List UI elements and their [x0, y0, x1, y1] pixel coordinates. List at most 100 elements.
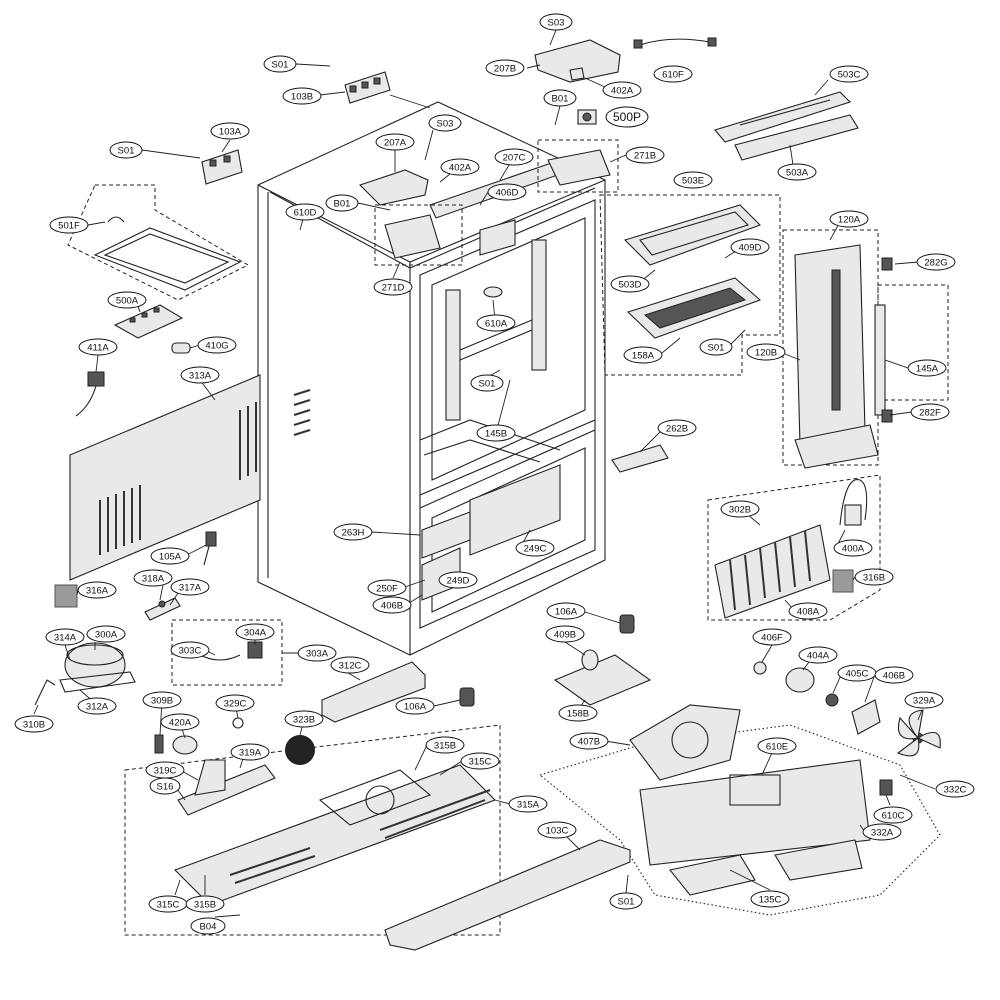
callout-s03-mid: S03 [428, 114, 462, 132]
part-103a-cover [201, 149, 243, 185]
callout-103a: 103A [210, 122, 250, 140]
callout-120b: 120B [746, 343, 786, 361]
callout-304a: 304A [235, 623, 275, 641]
callout-610d: 610D [285, 203, 325, 221]
label-text: 316A [86, 586, 109, 597]
part-407b-fan-shroud [629, 704, 741, 781]
label-text: 315B [434, 741, 456, 752]
callout-302b: 302B [720, 500, 760, 518]
callout-s03-top: S03 [539, 13, 573, 31]
part-310b-pipe [34, 679, 56, 706]
callout-420a: 420A [160, 713, 200, 731]
callout-323b: 323B [284, 710, 324, 728]
label-text: 303A [306, 649, 329, 660]
part-405b-bracket [851, 699, 881, 735]
label-text: S01 [618, 897, 635, 908]
label-text: 332C [944, 785, 967, 796]
label-text: S03 [548, 18, 565, 29]
part-282g-clip [881, 257, 893, 271]
callout-406f: 406F [752, 628, 792, 646]
part-207b-bracket [534, 39, 621, 83]
label-text: 503A [786, 168, 809, 179]
label-text: 271D [382, 283, 405, 294]
part-282f-clip [881, 409, 893, 423]
callout-402a-top: 402A [602, 81, 642, 99]
callout-501f: 501F [49, 216, 89, 234]
callout-271d: 271D [373, 278, 413, 296]
label-text: 207C [503, 153, 526, 164]
label-text: S01 [272, 60, 289, 71]
part-411a-connector [75, 371, 105, 417]
callout-106a-right: 106A [546, 602, 586, 620]
callout-402a-mid: 402A [440, 158, 480, 176]
label-text: B01 [552, 94, 569, 105]
callout-s01-bottom: S01 [609, 892, 643, 910]
callout-503e: 503E [673, 171, 713, 189]
part-319a-319c-bracket [177, 759, 276, 816]
label-text: 314A [54, 633, 77, 644]
label-text: 406F [761, 633, 783, 644]
callout-500a: 500A [107, 291, 147, 309]
callout-408a: 408A [788, 602, 828, 620]
part-501f-panel [93, 216, 242, 291]
label-text: 406D [496, 188, 519, 199]
label-text: 408A [797, 607, 820, 618]
label-text: 405C [846, 669, 869, 680]
label-text: 249C [524, 544, 547, 555]
label-text: 610F [662, 70, 684, 81]
label-text: 319C [154, 766, 177, 777]
part-332a-panel [639, 759, 893, 896]
label-text: 402A [611, 86, 634, 97]
part-120a-duct [794, 244, 879, 469]
label-text: S16 [157, 782, 174, 793]
label-text: 302B [729, 505, 751, 516]
label-text: 323B [293, 715, 315, 726]
label-text: 319A [239, 748, 262, 759]
part-312c-cover [321, 661, 426, 723]
label-text: 407B [578, 737, 600, 748]
callout-610e: 610E [757, 737, 797, 755]
label-text: 120B [755, 348, 777, 359]
label-text: 404A [807, 651, 830, 662]
callout-207a: 207A [375, 133, 415, 151]
label-text: B04 [200, 922, 217, 933]
label-text: 158A [632, 351, 655, 362]
callout-316a: 316A [77, 581, 117, 599]
label-text: 300A [95, 630, 118, 641]
label-text: 410G [205, 341, 228, 352]
part-318a-317a-parts [144, 597, 181, 621]
label-text: 402A [449, 163, 472, 174]
callout-263h: 263H [333, 523, 373, 541]
part-271d-hinge [384, 214, 441, 259]
part-300a-compressor [59, 642, 136, 693]
part-410g-plug [171, 342, 191, 354]
callout-410g: 410G [197, 336, 237, 354]
part-316b-tape [832, 569, 854, 593]
callout-314a: 314A [45, 628, 85, 646]
label-text: 610E [766, 742, 788, 753]
callout-332a: 332A [862, 823, 902, 841]
part-610f-wire [633, 37, 717, 49]
callout-106a-left: 106A [395, 697, 435, 715]
label-text: 106A [404, 702, 427, 713]
label-text: 409D [739, 243, 762, 254]
label-text: 282G [924, 258, 947, 269]
callout-407b: 407B [569, 732, 609, 750]
label-text: 610D [294, 208, 317, 219]
callout-250f: 250F [367, 579, 407, 597]
callout-315c-top: 315C [460, 752, 500, 770]
callout-610a: 610A [476, 314, 516, 332]
callout-329a: 329A [904, 691, 944, 709]
callout-135c: 135C [750, 890, 790, 908]
part-262b-bracket [611, 444, 669, 473]
callout-411a: 411A [78, 338, 118, 356]
callout-405c: 405C [837, 664, 877, 682]
callout-249d: 249D [438, 571, 478, 589]
label-text: 271B [634, 151, 656, 162]
part-500a-board [113, 304, 184, 339]
callout-315b-top: 315B [425, 736, 465, 754]
callout-500p: 500P [605, 106, 649, 128]
label-text: 501F [58, 221, 80, 232]
label-text: 103B [291, 92, 313, 103]
part-303a-kit [199, 641, 263, 661]
